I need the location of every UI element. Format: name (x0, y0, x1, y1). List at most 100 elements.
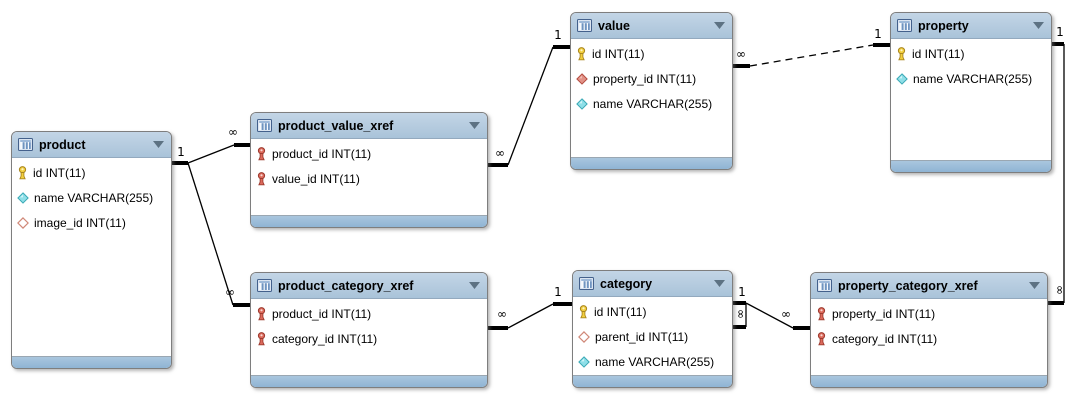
rel-product_category_xref--category[interactable]: ∞1 (488, 285, 572, 330)
column-property-name[interactable]: name VARCHAR(255) (891, 66, 1051, 91)
rel-category--property_category_xref[interactable]: ∞ (745, 302, 810, 330)
rel-property--property_category_xref[interactable]: 1∞ (1048, 25, 1067, 305)
column-label: parent_id INT(11) (595, 329, 689, 344)
table-icon (577, 19, 592, 32)
column-label: product_id INT(11) (272, 146, 372, 161)
cardinality-label-many: ∞ (1053, 285, 1067, 295)
table-category[interactable]: category id INT(11) parent_id INT(11) na… (572, 270, 733, 388)
collapse-arrow-icon[interactable] (153, 141, 164, 148)
column-label: id INT(11) (594, 304, 647, 319)
table-columns: id INT(11) property_id INT(11) name VARC… (571, 39, 732, 157)
cardinality-label-one: 1 (177, 145, 185, 159)
table-name: property (918, 18, 969, 33)
rel-product--product_category_xref[interactable]: ∞ (187, 162, 250, 307)
table-header[interactable]: product_value_xref (251, 113, 487, 139)
table-footer (251, 375, 487, 387)
table-footer (251, 215, 487, 227)
table-footer (573, 375, 732, 387)
rel-product--product_value_xref[interactable]: 1∞ (172, 125, 250, 165)
primary-key-icon (578, 304, 589, 319)
table-footer (12, 356, 171, 368)
table-product_value_xref[interactable]: product_value_xref product_id INT(11) va… (250, 112, 488, 228)
column-value-property_id[interactable]: property_id INT(11) (571, 66, 732, 91)
table-value[interactable]: value id INT(11) property_id INT(11) nam… (570, 12, 733, 170)
column-diamond-icon (17, 191, 29, 204)
table-header[interactable]: property_category_xref (811, 273, 1047, 299)
column-product-name[interactable]: name VARCHAR(255) (12, 185, 171, 210)
table-product[interactable]: product id INT(11) name VARCHAR(255) ima… (11, 131, 172, 369)
cardinality-label-one: 1 (874, 27, 882, 41)
column-value-id[interactable]: id INT(11) (571, 41, 732, 66)
primary-key-icon (576, 46, 587, 61)
relationship-line[interactable] (507, 46, 554, 166)
pk-fk-key-icon (256, 171, 267, 186)
table-icon (257, 279, 272, 292)
cardinality-label-many: ∞ (781, 307, 791, 321)
table-name: value (598, 18, 630, 33)
rel-product_value_xref--value[interactable]: ∞1 (488, 28, 570, 167)
column-label: property_id INT(11) (593, 71, 697, 86)
fk-nullable-diamond-icon (578, 330, 590, 343)
cardinality-label-many: ∞ (736, 47, 746, 61)
collapse-arrow-icon[interactable] (714, 280, 725, 287)
collapse-arrow-icon[interactable] (1029, 282, 1040, 289)
column-value-name[interactable]: name VARCHAR(255) (571, 91, 732, 116)
cardinality-label-many: ∞ (228, 125, 238, 139)
table-product_category_xref[interactable]: product_category_xref product_id INT(11)… (250, 272, 488, 388)
cardinality-label-many: ∞ (734, 309, 748, 319)
relationship-line[interactable] (749, 44, 874, 67)
column-category-id[interactable]: id INT(11) (573, 299, 732, 324)
column-diamond-icon (578, 355, 590, 368)
table-footer (811, 375, 1047, 387)
collapse-arrow-icon[interactable] (469, 282, 480, 289)
collapse-arrow-icon[interactable] (714, 22, 725, 29)
column-product-image_id[interactable]: image_id INT(11) (12, 210, 171, 235)
column-diamond-icon (896, 72, 908, 85)
table-icon (257, 119, 272, 132)
column-product_value_xref-product_id[interactable]: product_id INT(11) (251, 141, 487, 166)
column-property_category_xref-category_id[interactable]: category_id INT(11) (811, 326, 1047, 351)
table-header[interactable]: product_category_xref (251, 273, 487, 299)
column-product_category_xref-category_id[interactable]: category_id INT(11) (251, 326, 487, 351)
table-name: product_value_xref (278, 118, 394, 133)
pk-fk-key-icon (816, 306, 827, 321)
column-category-name[interactable]: name VARCHAR(255) (573, 349, 732, 374)
table-columns: product_id INT(11) value_id INT(11) (251, 139, 487, 215)
table-columns: id INT(11) name VARCHAR(255) (891, 39, 1051, 160)
table-name: category (600, 276, 653, 291)
rel-category-self-parent[interactable]: 1∞ (733, 285, 748, 329)
rel-value--property[interactable]: ∞1 (733, 27, 890, 68)
table-header[interactable]: product (12, 132, 171, 158)
fk-nullable-diamond-icon (17, 216, 29, 229)
column-property_category_xref-property_id[interactable]: property_id INT(11) (811, 301, 1047, 326)
column-label: image_id INT(11) (34, 215, 126, 230)
cardinality-label-one: 1 (1056, 25, 1064, 39)
relationship-line[interactable] (745, 302, 794, 329)
column-category-parent_id[interactable]: parent_id INT(11) (573, 324, 732, 349)
primary-key-icon (896, 46, 907, 61)
cardinality-label-many: ∞ (495, 146, 505, 160)
column-label: name VARCHAR(255) (913, 71, 1033, 86)
table-header[interactable]: value (571, 13, 732, 39)
table-property_category_xref[interactable]: property_category_xref property_id INT(1… (810, 272, 1048, 388)
table-icon (817, 279, 832, 292)
table-property[interactable]: property id INT(11) name VARCHAR(255) (890, 12, 1052, 173)
column-label: id INT(11) (33, 165, 86, 180)
column-product_value_xref-value_id[interactable]: value_id INT(11) (251, 166, 487, 191)
cardinality-label-many: ∞ (497, 307, 507, 321)
column-label: category_id INT(11) (832, 331, 938, 346)
table-header[interactable]: property (891, 13, 1051, 39)
primary-key-icon (17, 165, 28, 180)
table-header[interactable]: category (573, 271, 732, 297)
column-product_category_xref-product_id[interactable]: product_id INT(11) (251, 301, 487, 326)
table-columns: id INT(11) name VARCHAR(255) image_id IN… (12, 158, 171, 356)
relationship-line[interactable] (507, 303, 554, 329)
column-product-id[interactable]: id INT(11) (12, 160, 171, 185)
relationship-line[interactable] (187, 162, 234, 306)
relationship-line[interactable] (187, 144, 235, 164)
collapse-arrow-icon[interactable] (1033, 22, 1044, 29)
collapse-arrow-icon[interactable] (469, 122, 480, 129)
column-property-id[interactable]: id INT(11) (891, 41, 1051, 66)
